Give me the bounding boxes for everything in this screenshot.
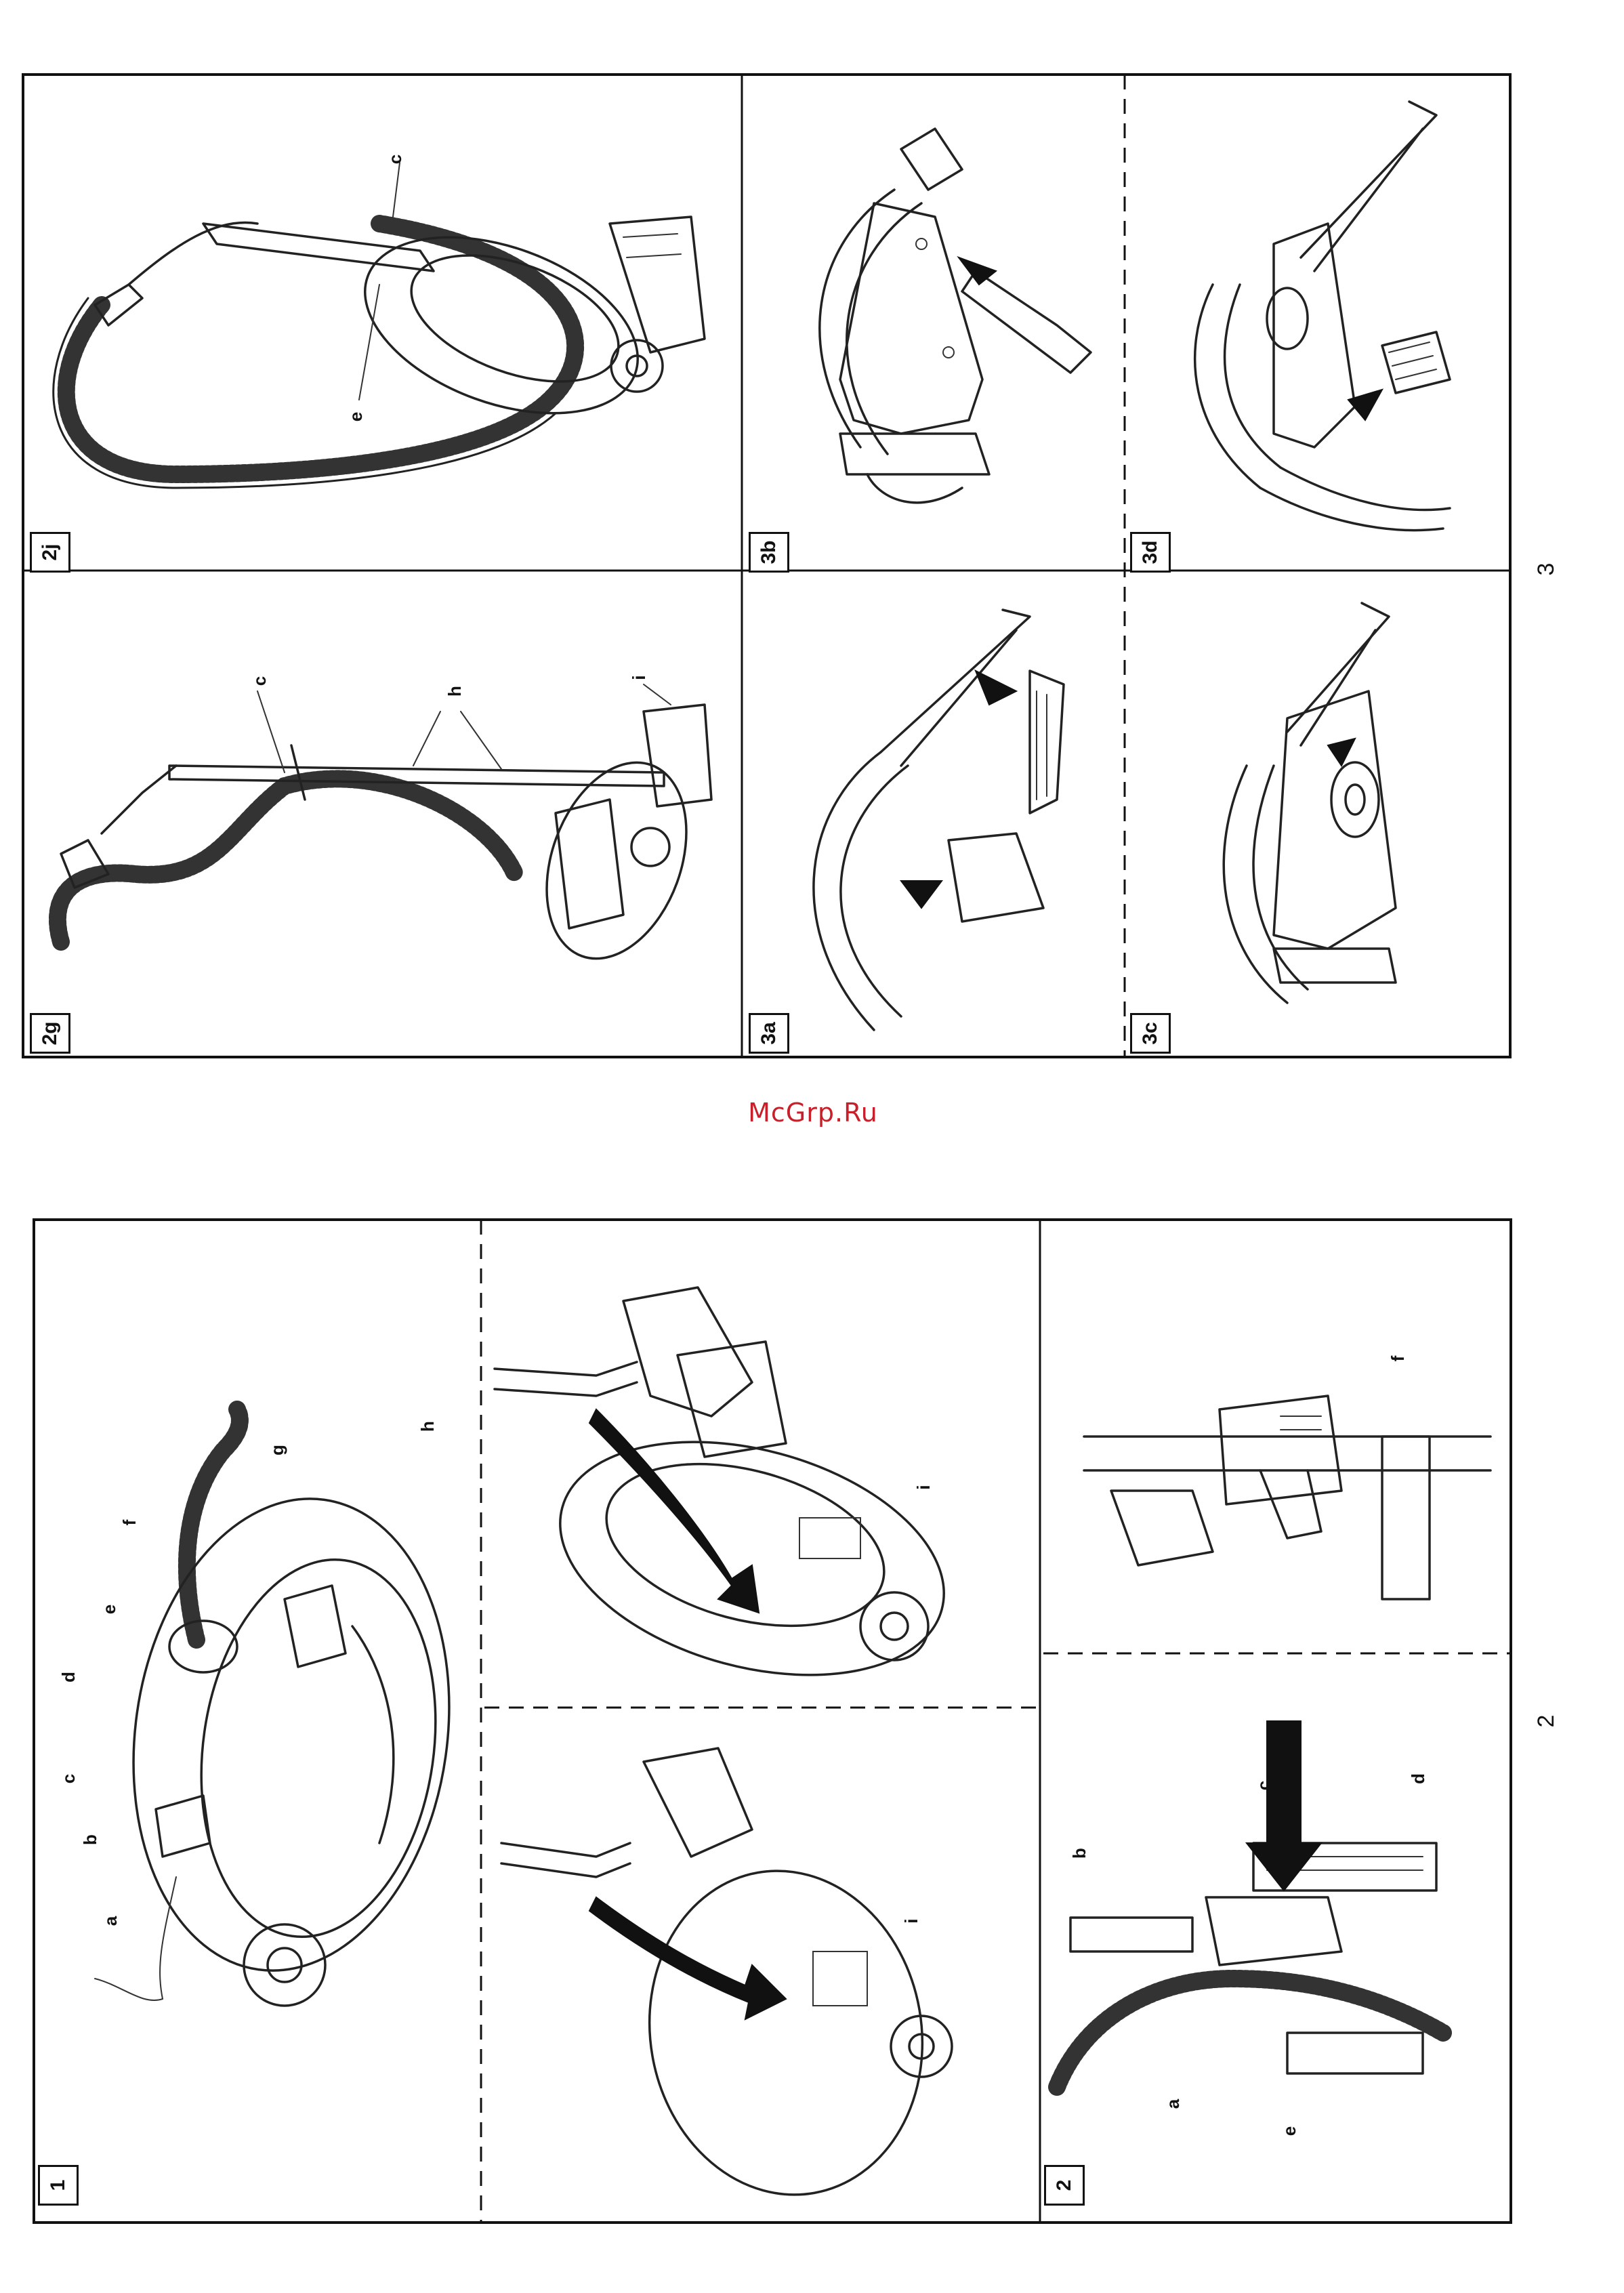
panel-label-3d: 3d	[1130, 532, 1171, 573]
illustration-2j	[54, 163, 705, 488]
callout-1-top-i: i	[913, 1477, 934, 1497]
panel-label-1: 1	[38, 2165, 79, 2206]
callout-2j-c: c	[385, 149, 405, 169]
callout-1-g: g	[267, 1440, 287, 1460]
callout-2-top-f: f	[1388, 1348, 1408, 1369]
callout-1-b: b	[80, 1830, 100, 1850]
panel-label-2: 2	[1044, 2165, 1085, 2206]
callout-2j-e: e	[346, 407, 366, 427]
page-number-bottom-sheet: 2	[1533, 1708, 1560, 1735]
watermark-text: McGrp.Ru	[711, 1098, 915, 1128]
callout-2g-i: i	[629, 667, 649, 688]
callout-2-e: e	[1279, 2121, 1299, 2141]
callout-1-f: f	[119, 1512, 140, 1533]
illustration-3b	[820, 129, 1091, 503]
illustration-1-top	[495, 1287, 970, 1714]
panel-label-3a: 3a	[749, 1013, 789, 1054]
illustration-3c	[1224, 603, 1396, 1003]
panel-label-2j: 2j	[30, 532, 70, 573]
panel-label-2g: 2g	[30, 1013, 70, 1054]
callout-2-b: b	[1069, 1843, 1089, 1863]
callout-2g-c: c	[249, 671, 270, 691]
callout-2g-h: h	[444, 681, 465, 701]
panel-label-3b: 3b	[749, 532, 789, 573]
callout-1-d: d	[58, 1667, 79, 1687]
illustration-2g	[58, 684, 712, 978]
illustration-3a	[814, 610, 1064, 1030]
callout-2-d: d	[1408, 1769, 1428, 1789]
page-number-top-sheet: 3	[1533, 556, 1560, 583]
panel-label-3c: 3c	[1130, 1013, 1171, 1054]
callout-1-bottom-i: i	[901, 1911, 921, 1931]
illustration-2-top	[1084, 1396, 1491, 1599]
callout-1-h: h	[417, 1416, 438, 1437]
illustration-1-bottom	[501, 1748, 952, 2216]
illustration-1	[95, 1409, 478, 2006]
callout-1-e: e	[99, 1599, 119, 1619]
callout-1-a: a	[100, 1911, 121, 1931]
callout-2-c: c	[1253, 1775, 1274, 1796]
callout-1-c: c	[58, 1769, 79, 1789]
callout-2-a: a	[1163, 2094, 1183, 2114]
illustration-3d	[1195, 102, 1450, 531]
illustration-2-bottom	[1057, 1721, 1443, 2087]
